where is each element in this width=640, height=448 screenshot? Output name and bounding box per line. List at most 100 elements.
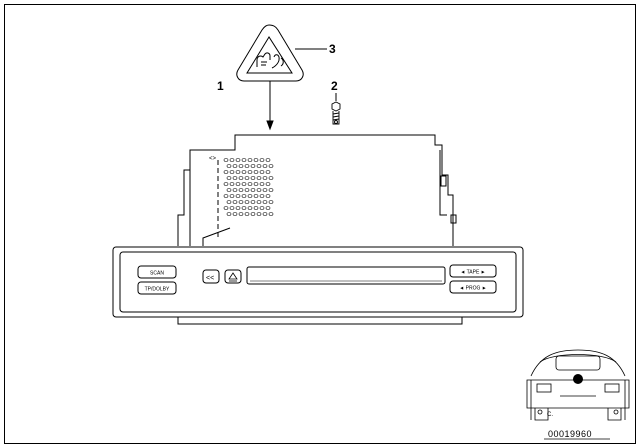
vent-hole: [268, 176, 274, 180]
vent-hole: [241, 206, 247, 210]
vent-hole: [256, 164, 262, 168]
vent-hole: [265, 158, 271, 162]
vent-hole: [268, 164, 274, 168]
callout-1-leader: [266, 81, 274, 131]
vent-hole: [244, 212, 250, 216]
screw-icon: [331, 101, 341, 125]
prog-button-label: ◄ PROG ►: [459, 286, 486, 292]
tape-direction-icon: <<: [206, 275, 214, 282]
vent-hole: [256, 200, 262, 204]
vent-hole: [253, 194, 259, 198]
document-number: 00019960: [548, 429, 593, 439]
vent-hole: [229, 170, 235, 174]
prog-button: [449, 280, 497, 294]
vent-hole: [235, 170, 241, 174]
location-marker: [573, 374, 583, 384]
vent-hole: [247, 182, 253, 186]
esd-warning-triangle-icon: [236, 24, 304, 82]
tape-button-label: ◄ TAPE ►: [460, 270, 485, 276]
vent-hole: [226, 212, 232, 216]
svg-text:<>: <>: [209, 156, 217, 162]
vent-hole: [223, 170, 229, 174]
front-panel: [112, 246, 524, 318]
vent-hole: [244, 200, 250, 204]
vent-hole: [250, 176, 256, 180]
vent-hole: [262, 176, 268, 180]
callout-3: 3: [329, 42, 336, 56]
vent-hole: [241, 170, 247, 174]
vent-hole: [226, 176, 232, 180]
vent-hole: [244, 188, 250, 192]
vent-hole: [259, 182, 265, 186]
vent-hole: [229, 194, 235, 198]
vent-hole: [244, 176, 250, 180]
tp-dolby-button-label: TP/DOLBY: [145, 287, 170, 293]
vent-hole: [268, 188, 274, 192]
cassette-unit: [112, 134, 524, 325]
vent-hole: [265, 194, 271, 198]
vent-hole: [244, 164, 250, 168]
tp-dolby-button: [137, 281, 177, 295]
vent-hole: [226, 164, 232, 168]
vent-hole: [235, 182, 241, 186]
vent-hole: [256, 176, 262, 180]
tape-button: [449, 264, 497, 278]
vent-hole: [238, 188, 244, 192]
vent-hole: [223, 194, 229, 198]
vent-hole: [247, 194, 253, 198]
vent-hole: [229, 182, 235, 186]
vehicle-rear-icon: C.: [526, 349, 630, 421]
vent-hole: [229, 158, 235, 162]
vent-hole: [268, 200, 274, 204]
vent-hole: [232, 164, 238, 168]
vent-hole: [241, 158, 247, 162]
scan-button-label: SCAN: [150, 271, 164, 277]
vent-hole: [250, 188, 256, 192]
vent-hole: [262, 188, 268, 192]
vent-hole: [253, 170, 259, 174]
vent-hole: [250, 164, 256, 168]
vent-hole: [232, 176, 238, 180]
vent-hole: [232, 188, 238, 192]
vent-hole: [259, 158, 265, 162]
vent-hole: [232, 200, 238, 204]
eject-button: [224, 269, 242, 284]
vent-hole: [253, 206, 259, 210]
vent-hole: [253, 182, 259, 186]
vent-hole: [226, 188, 232, 192]
eject-icon: [228, 272, 238, 282]
vent-hole: [247, 206, 253, 210]
scan-button: [137, 265, 177, 279]
vent-hole: [265, 206, 271, 210]
vent-hole: [262, 212, 268, 216]
vent-hole: [238, 164, 244, 168]
vent-hole: [235, 206, 241, 210]
vent-hole: [256, 188, 262, 192]
vent-hole: [238, 200, 244, 204]
vent-hole: [250, 212, 256, 216]
callout-1: 1: [217, 79, 224, 93]
vent-holes: [223, 158, 274, 216]
vent-hole: [235, 194, 241, 198]
vent-hole: [247, 158, 253, 162]
vent-hole: [259, 206, 265, 210]
vent-hole: [250, 200, 256, 204]
vent-hole: [247, 170, 253, 174]
vent-hole: [256, 212, 262, 216]
vent-hole: [223, 206, 229, 210]
vent-hole: [259, 194, 265, 198]
vent-hole: [223, 158, 229, 162]
vent-hole: [265, 182, 271, 186]
vent-hole: [241, 182, 247, 186]
vent-hole: [262, 164, 268, 168]
vent-hole: [265, 170, 271, 174]
callout-2: 2: [331, 79, 338, 93]
diagram-border: [4, 4, 636, 444]
vent-hole: [241, 194, 247, 198]
vent-hole: [268, 212, 274, 216]
vent-hole: [262, 200, 268, 204]
vent-hole: [223, 182, 229, 186]
svg-text:C.: C.: [547, 412, 553, 418]
vent-hole: [235, 158, 241, 162]
